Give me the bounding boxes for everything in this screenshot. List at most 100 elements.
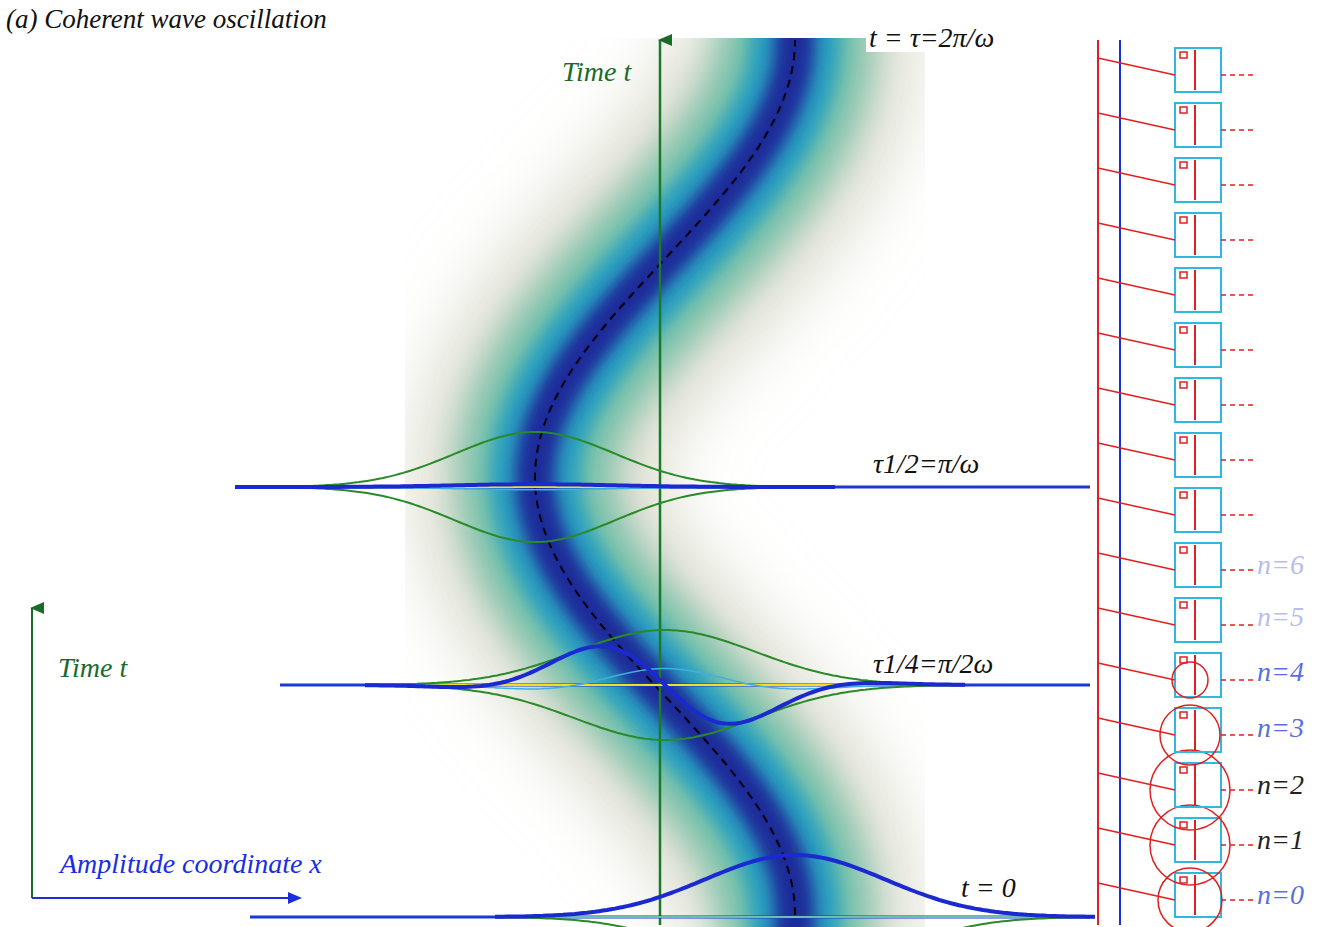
phasor-mark [1180, 107, 1187, 113]
level-line [1221, 624, 1255, 626]
level-number: n=5 [1257, 603, 1304, 631]
level-line [1221, 844, 1255, 846]
phasor-mark [1180, 327, 1187, 333]
level-box [1175, 543, 1221, 587]
level-tick [1194, 490, 1196, 530]
amplitude-circle [1160, 705, 1220, 765]
level-link [1098, 773, 1175, 790]
level-link [1098, 498, 1175, 515]
level-tick [1194, 765, 1196, 805]
level-box [1175, 213, 1221, 257]
level-line [1221, 679, 1255, 681]
level-tick [1194, 600, 1196, 640]
amplitude-circle [1172, 662, 1208, 698]
level-link [1098, 828, 1175, 845]
level-tick [1194, 545, 1196, 585]
level-box [1175, 378, 1221, 422]
level-line [1221, 789, 1255, 791]
level-number: n=6 [1257, 551, 1304, 579]
level-box [1175, 103, 1221, 147]
level-link [1098, 333, 1175, 350]
phasor-mark [1180, 767, 1187, 773]
probability-band [535, 38, 795, 927]
phasor-mark [1180, 272, 1187, 278]
level-tick [1194, 50, 1196, 90]
phasor-mark [1180, 52, 1187, 58]
level-tick [1194, 710, 1196, 750]
level-link [1098, 443, 1175, 460]
level-number: n=3 [1257, 714, 1304, 742]
level-line [1221, 294, 1255, 296]
level-line [1221, 349, 1255, 351]
envelope [235, 432, 835, 487]
level-link [1098, 113, 1175, 130]
level-tick [1194, 875, 1196, 915]
time-label: τ1/2=π/ω [870, 450, 982, 478]
real-wave [495, 855, 1095, 917]
axis-label: Amplitude coordinate x [60, 850, 322, 878]
phasor-mark [1180, 547, 1187, 553]
level-box [1175, 158, 1221, 202]
level-line [1221, 74, 1255, 76]
time-label: t = 0 [958, 874, 1019, 902]
level-number: n=1 [1257, 826, 1304, 854]
phasor-mark [1180, 712, 1187, 718]
level-box [1175, 48, 1221, 92]
level-box [1175, 818, 1221, 862]
level-tick [1194, 435, 1196, 475]
real-wave [235, 484, 835, 487]
level-box [1175, 433, 1221, 477]
amplitude-circle [1150, 750, 1230, 830]
level-box [1175, 708, 1221, 752]
axis-label: Time t [58, 654, 127, 682]
level-number: n=2 [1257, 771, 1304, 799]
level-box [1175, 598, 1221, 642]
imag-wave [495, 916, 1095, 918]
level-link [1098, 883, 1175, 900]
amplitude-circle [1158, 868, 1222, 927]
level-line [1221, 899, 1255, 901]
level-tick [1194, 215, 1196, 255]
level-line [1221, 184, 1255, 186]
level-line [1221, 404, 1255, 406]
level-tick [1194, 160, 1196, 200]
level-link [1098, 388, 1175, 405]
level-box [1175, 653, 1221, 697]
phasor-mark [1180, 602, 1187, 608]
envelope [365, 685, 965, 740]
level-box [1175, 763, 1221, 807]
level-tick [1194, 820, 1196, 860]
level-link [1098, 168, 1175, 185]
axis-label: Time t [562, 58, 631, 86]
level-line [1221, 129, 1255, 131]
level-link [1098, 553, 1175, 570]
level-tick [1194, 325, 1196, 365]
level-link [1098, 58, 1175, 75]
level-tick [1194, 655, 1196, 695]
phasor-mark [1180, 877, 1187, 883]
phasor-mark [1180, 382, 1187, 388]
level-line [1221, 569, 1255, 571]
time-label: τ1/4=π/2ω [870, 650, 996, 678]
amplitude-circle [1150, 805, 1230, 885]
level-line [1221, 239, 1255, 241]
phasor-mark [1180, 162, 1187, 168]
level-link [1098, 608, 1175, 625]
phasor-mark [1180, 822, 1187, 828]
envelope [495, 917, 1095, 927]
envelope [495, 855, 1095, 917]
level-line [1221, 459, 1255, 461]
level-box [1175, 488, 1221, 532]
level-tick [1194, 270, 1196, 310]
level-line [1221, 734, 1255, 736]
level-box [1175, 268, 1221, 312]
time-label: t = τ=2π/ω [866, 24, 997, 52]
figure-title: (a) Coherent wave oscillation [6, 6, 327, 33]
level-number: n=0 [1257, 881, 1304, 909]
phasor-mark [1180, 217, 1187, 223]
phasor-mark [1180, 437, 1187, 443]
level-link [1098, 223, 1175, 240]
phasor-mark [1180, 492, 1187, 498]
level-number: n=4 [1257, 658, 1304, 686]
